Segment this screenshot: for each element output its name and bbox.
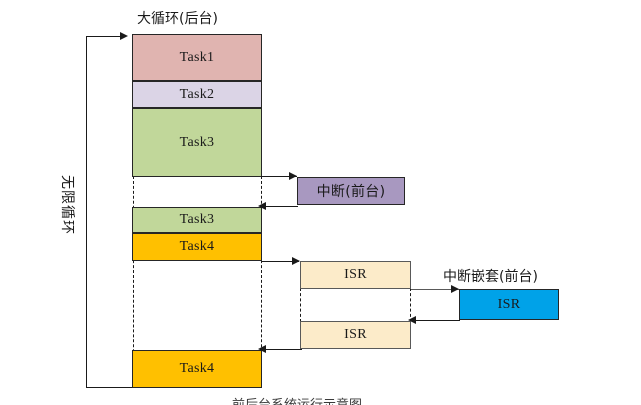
isr-enter-line [261, 261, 299, 262]
isr-enter-arrow-icon [292, 256, 300, 265]
nested-isr-return-arrow-icon [408, 315, 416, 324]
task-block-label: Task4 [179, 239, 215, 254]
task-block-task4-second[interactable]: Task4 [132, 350, 262, 388]
isr-return-line [262, 349, 302, 350]
isr-column-left-dashed-guide [300, 288, 301, 322]
nested-isr-enter-arrow-icon [451, 284, 459, 293]
label-infinite-loop: 无限循环 [59, 175, 75, 235]
task-block-task2[interactable]: Task2 [132, 81, 262, 108]
task-block-task1[interactable]: Task1 [132, 34, 262, 81]
loop-return-line [86, 387, 132, 388]
task-block-task4-first[interactable]: Task4 [132, 233, 262, 261]
figure-caption: 前后台系统运行示意图 [232, 394, 362, 405]
task-block-label: Task4 [179, 361, 215, 376]
isr-column-right-dashed-guide [410, 288, 411, 322]
task-block-label: Task3 [179, 134, 215, 150]
task-block-label: Task2 [179, 86, 215, 102]
main-column-right-dashed-guide [261, 176, 262, 372]
loop-arrow-head-icon [120, 31, 128, 40]
interrupt-enter-arrow-icon [289, 171, 297, 180]
task-block-task3-first[interactable]: Task3 [132, 108, 262, 177]
interrupt-enter-line [261, 176, 297, 177]
task-block-label: Task3 [179, 212, 215, 227]
task-block-task3-second[interactable]: Task3 [132, 207, 262, 233]
interrupt-foreground-block[interactable]: 中断(前台) [297, 177, 405, 205]
nested-isr-label: ISR [497, 296, 521, 312]
title-nested-interrupt: 中断嵌套(前台) [443, 269, 538, 285]
interrupt-foreground-label: 中断(前台) [316, 184, 386, 200]
loop-arrow-top-line [86, 36, 124, 37]
isr-return-arrow-icon [258, 344, 266, 353]
isr-block-second[interactable]: ISR [300, 321, 411, 349]
task-block-label: Task1 [179, 49, 215, 65]
interrupt-return-arrow-icon [258, 201, 266, 210]
isr-block-label: ISR [344, 267, 367, 282]
loop-vertical-line [86, 36, 87, 388]
nested-isr-return-line [412, 320, 460, 321]
title-background-loop: 大循环(后台) [137, 11, 218, 27]
isr-block-label: ISR [344, 327, 367, 342]
nested-isr-block[interactable]: ISR [459, 289, 559, 320]
main-column-left-dashed-guide [133, 176, 134, 372]
interrupt-return-line [262, 206, 298, 207]
isr-block-first[interactable]: ISR [300, 261, 411, 289]
nested-isr-enter-line [411, 289, 459, 290]
